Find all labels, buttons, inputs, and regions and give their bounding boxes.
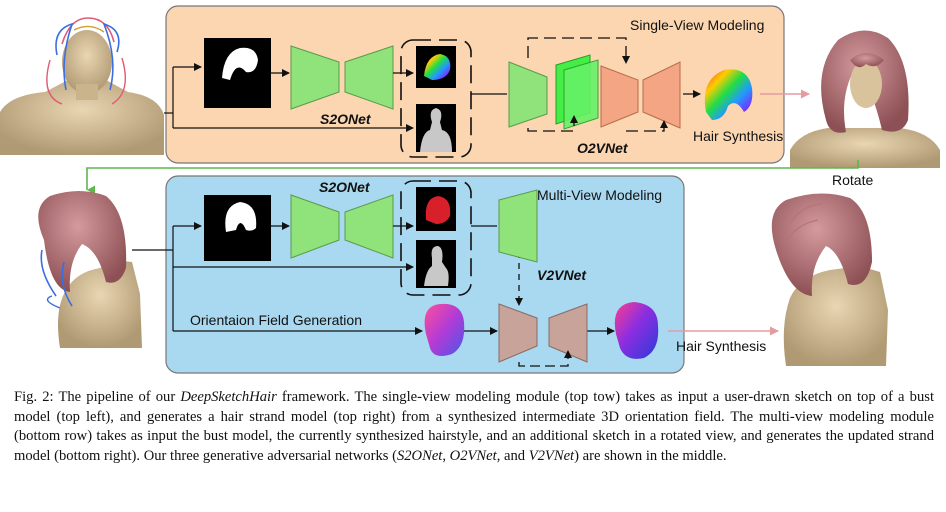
- v2vnet-encoder: [498, 303, 538, 363]
- bust-depth-bottom: [424, 246, 449, 286]
- caption-net1: S2ONet: [396, 447, 443, 464]
- orientation-volume-bottom: [614, 302, 659, 359]
- pipeline-figure: Single-View Modeling Multi-View Modeling…: [0, 5, 940, 374]
- sketch-stroke-top: [222, 47, 258, 80]
- o2vnet-label: O2VNet: [577, 140, 629, 156]
- caption-sep2: , and: [496, 447, 529, 464]
- o2vnet-decoder-2: [642, 61, 681, 129]
- caption-prefix: Fig. 2: The pipeline of our: [14, 389, 181, 405]
- single-view-title: Single-View Modeling: [630, 17, 764, 33]
- skip-arrow-head-1: [622, 56, 630, 64]
- top-arrows: [164, 63, 701, 132]
- rotated-bust-with-sketch-image: [38, 191, 142, 348]
- v2vnet-link-arrowhead: [515, 298, 523, 306]
- s2onet-encoder-bottom: [290, 194, 340, 259]
- orientation-volume-top: [704, 69, 753, 120]
- skip-arrow-head-2: [570, 115, 578, 123]
- hair-result-bottom-image: [771, 193, 888, 366]
- hair-result-top-image: [790, 30, 940, 168]
- skip-arrow-head-3: [660, 120, 668, 128]
- v2vnet-input-encoder: [498, 189, 538, 263]
- s2onet-decoder-bottom: [344, 194, 394, 259]
- output-group-top: [400, 39, 472, 158]
- hair-synthesis-top: Hair Synthesis: [693, 128, 783, 144]
- bust-depth-top: [420, 108, 452, 152]
- single-view-panel: [165, 5, 785, 164]
- rotate-label: Rotate: [832, 172, 873, 188]
- caption-net3: V2VNet: [528, 447, 575, 464]
- v2vnet-decoder: [548, 303, 588, 363]
- orientation-blob-bottom: [425, 196, 451, 224]
- o2vnet-encoder: [508, 61, 548, 128]
- s2onet-label-bottom: S2ONet: [319, 179, 371, 195]
- multi-view-title: Multi-View Modeling: [537, 187, 662, 203]
- v2vnet-label: V2VNet: [537, 267, 587, 283]
- hair-synthesis-bottom: Hair Synthesis: [676, 338, 766, 354]
- o2vnet-decoder-1: [600, 65, 639, 128]
- s2onet-encoder-top: [290, 45, 340, 110]
- v2vnet-skip-connection: [518, 356, 569, 367]
- caption-part2: ) are shown in the middle.: [574, 447, 727, 464]
- sketch-stroke-bottom: [225, 202, 257, 232]
- s2onet-label-top: S2ONet: [320, 111, 372, 127]
- s2onet-decoder-top: [344, 45, 394, 110]
- caption-framework-name: DeepSketchHair: [180, 389, 277, 405]
- output-group-bottom: [400, 180, 472, 296]
- rotate-arrow: [86, 160, 859, 195]
- orientation-field-volume: [424, 303, 465, 356]
- bust-with-sketch-image: [0, 17, 164, 155]
- sketch-input-top: [204, 38, 271, 108]
- v2vnet-skip-arrowhead: [564, 350, 572, 358]
- caption-part1: framework. The single-view modeling modu…: [14, 389, 935, 464]
- caption-net2: O2VNet: [449, 447, 497, 464]
- figure-caption: Fig. 2: The pipeline of our DeepSketchHa…: [14, 388, 934, 466]
- bottom-arrows: [132, 222, 615, 335]
- orientation-field-label: Orientaion Field Generation: [190, 312, 362, 328]
- o2vnet-3d-block-front: [563, 59, 599, 130]
- caption-sep1: ,: [442, 447, 450, 464]
- orientation-blob-top: [424, 54, 451, 80]
